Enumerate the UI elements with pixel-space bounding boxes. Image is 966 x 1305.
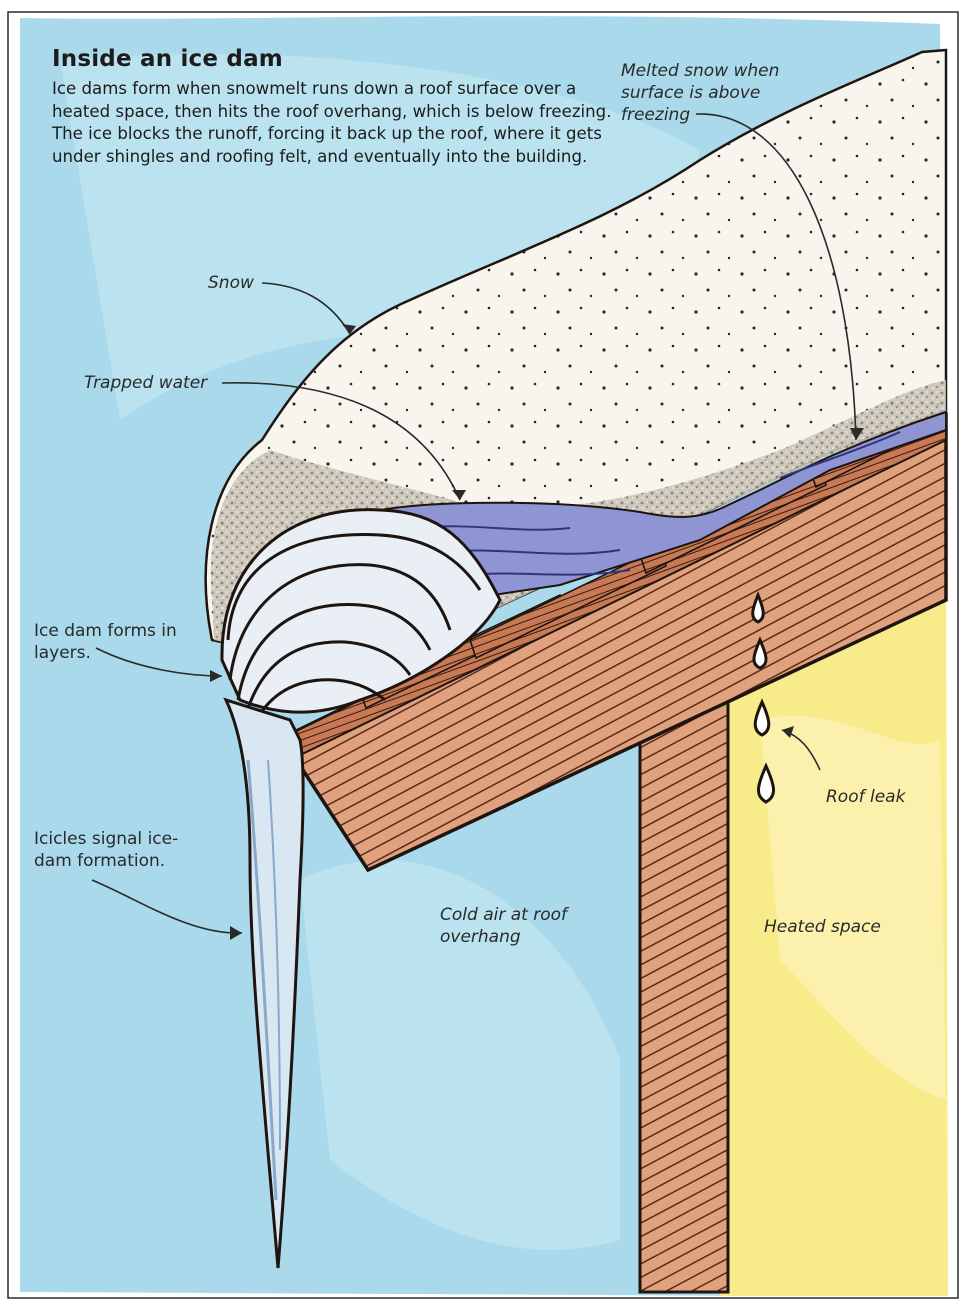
- intro-text: Ice dams form when snowmelt runs down a …: [52, 78, 612, 168]
- diagram-title: Inside an ice dam: [52, 46, 283, 72]
- label-ice-dam-line2: layers.: [34, 642, 91, 664]
- label-cold-air-line2: overhang: [440, 926, 521, 948]
- label-melted-snow-line2: surface is above: [621, 82, 760, 104]
- label-trapped-water: Trapped water: [84, 372, 207, 394]
- label-icicles-line1: Icicles signal ice-: [34, 828, 178, 850]
- label-melted-snow-line1: Melted snow when: [621, 60, 779, 82]
- label-melted-snow-line3: freezing: [621, 104, 690, 126]
- label-cold-air-line1: Cold air at roof: [440, 904, 567, 926]
- label-icicles-line2: dam formation.: [34, 850, 165, 872]
- label-snow: Snow: [208, 272, 254, 294]
- label-ice-dam-line1: Ice dam forms in: [34, 620, 177, 642]
- label-heated-space: Heated space: [764, 916, 881, 938]
- wall-stud: [640, 690, 728, 1292]
- label-roof-leak: Roof leak: [826, 786, 905, 808]
